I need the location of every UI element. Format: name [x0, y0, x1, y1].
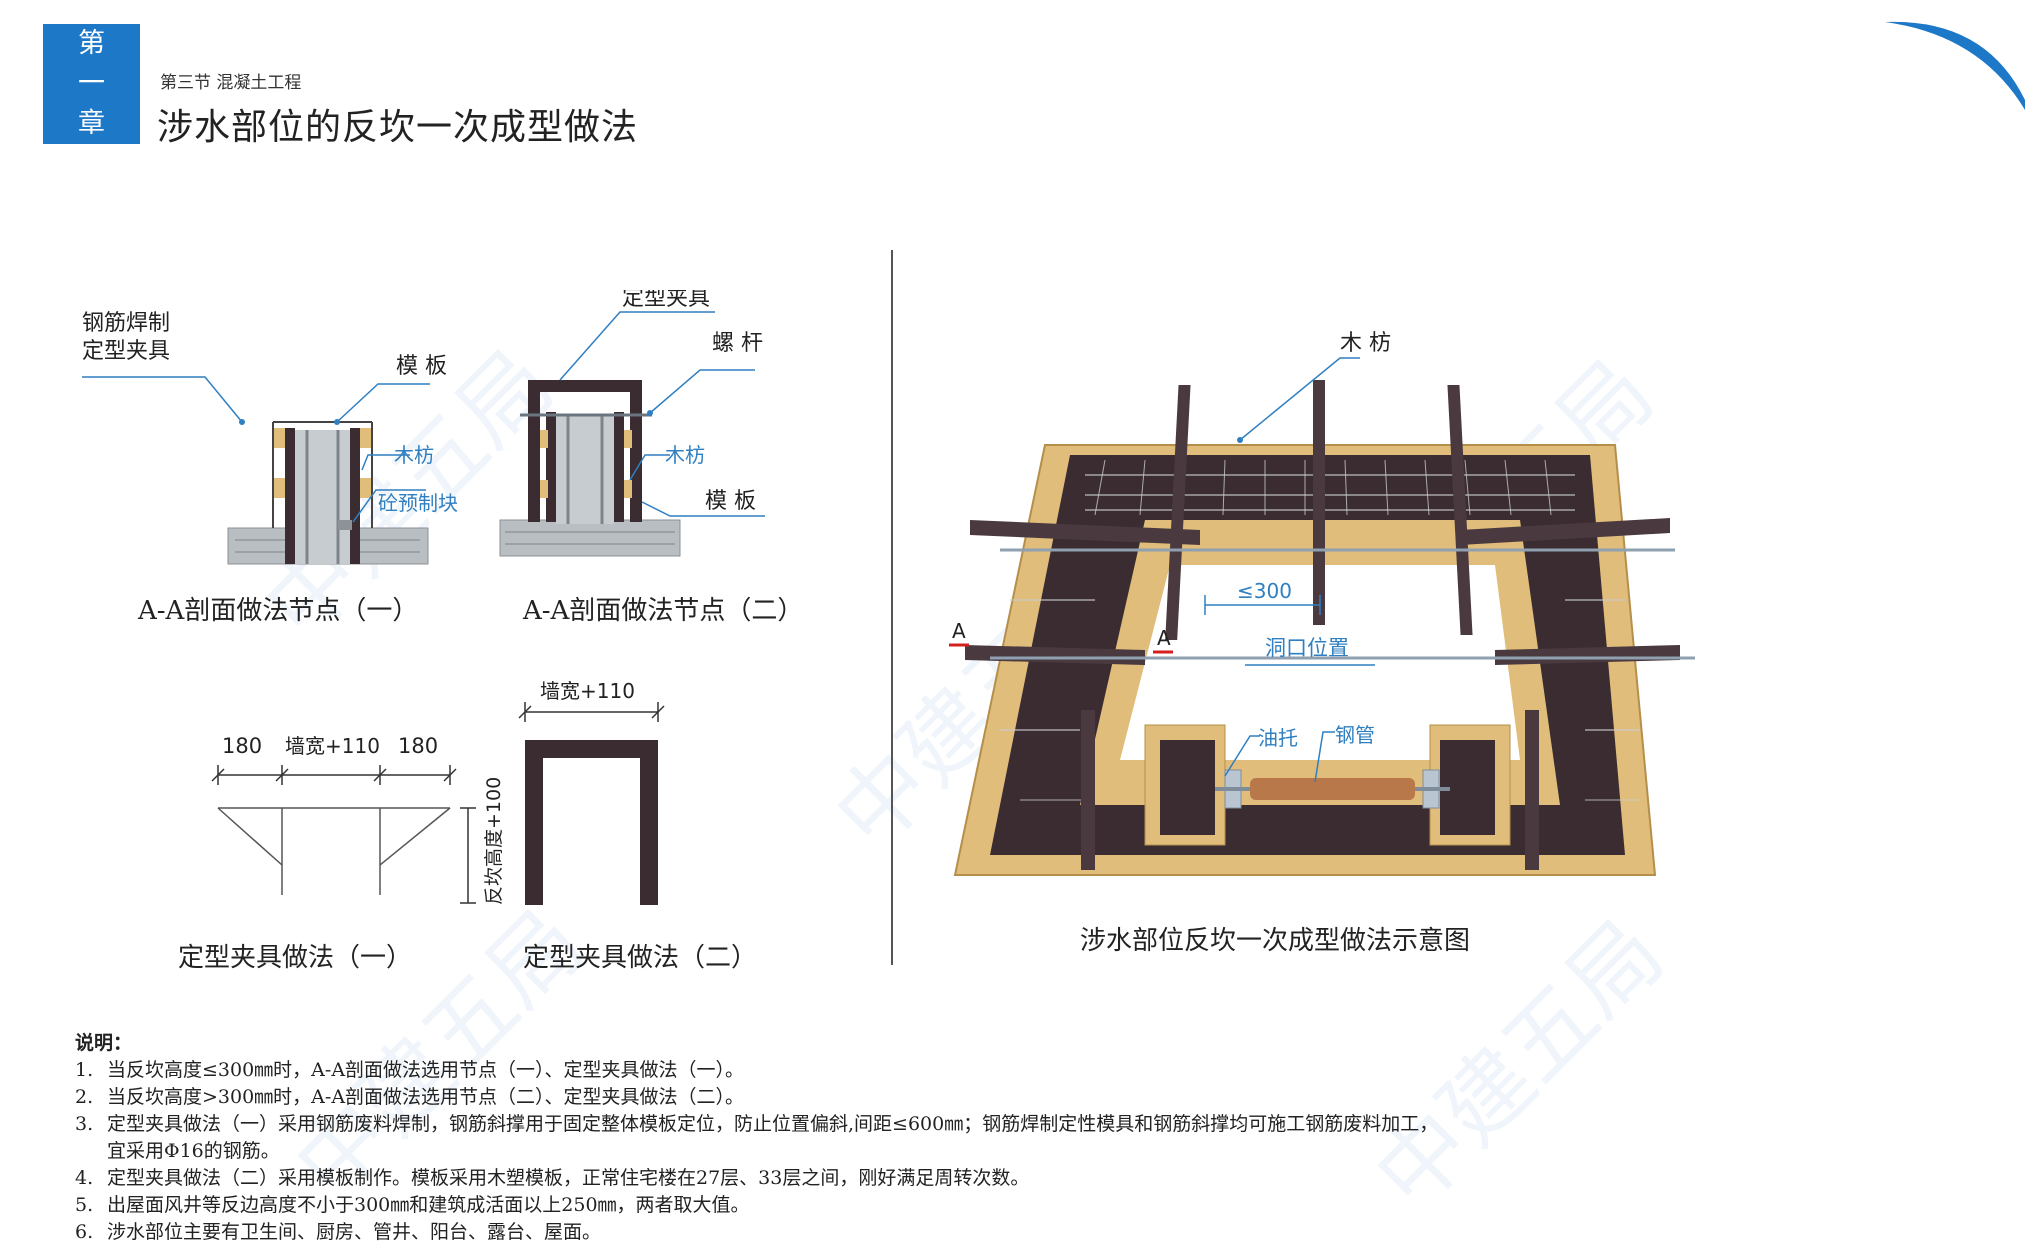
label-section-marker-right: A	[1157, 626, 1171, 650]
note-number: 2.	[75, 1086, 94, 1108]
dimension-top: 墙宽+110	[540, 679, 635, 703]
note-number: 4.	[75, 1167, 94, 1189]
label-spacing: ≤300	[1237, 579, 1292, 603]
note-number: 3.	[75, 1113, 94, 1135]
chapter-char: 第	[78, 28, 105, 59]
dimension-middle: 墙宽+110	[285, 734, 380, 758]
caption-section-node-2: A-A剖面做法节点（二）	[523, 596, 804, 626]
vertical-divider	[891, 250, 893, 965]
note-item: 3. 定型夹具做法（一）采用钢筋废料焊制，钢筋斜撑用于固定整体模板定位，防止位置偏…	[75, 1111, 1438, 1165]
label-pipe: 钢管	[1335, 723, 1375, 747]
label-timber: 木 枋	[1340, 331, 1391, 356]
label-precast-block: 砼预制块	[378, 491, 458, 515]
section-label: 第三节 混凝土工程	[160, 73, 302, 93]
chapter-char: 一	[78, 68, 105, 99]
page-title: 涉水部位的反坎一次成型做法	[157, 107, 639, 148]
dimension-right: 180	[398, 734, 438, 758]
label-timber: 木枋	[665, 443, 705, 467]
note-number: 5.	[75, 1194, 94, 1216]
label-section-marker-left: A	[952, 619, 966, 643]
label-support: 油托	[1258, 726, 1298, 750]
notes-section: 说明： 1. 当反坎高度≤300㎜时，A-A剖面做法选用节点（一）、定型夹具做法（…	[75, 1030, 1438, 1246]
label-formwork: 模 板	[396, 354, 447, 379]
corner-swoosh-decoration	[1885, 21, 2025, 110]
note-item: 5. 出屋面风井等反边高度不小于300㎜和建筑成活面以上250㎜，两者取大值。	[75, 1192, 1438, 1219]
note-item: 6. 涉水部位主要有卫生间、厨房、管井、阳台、露台、屋面。	[75, 1219, 1438, 1246]
label-rebar-clamp: 定型夹具	[82, 339, 170, 364]
clamp-method-2-drawing: 墙宽+110 反坎高度+100	[483, 679, 665, 905]
label-timber: 木枋	[394, 443, 434, 467]
section-node-1-drawing: 钢筋焊制 定型夹具 模 板 木枋 砼预制块	[82, 311, 458, 565]
caption-clamp-method-1: 定型夹具做法（一）	[178, 943, 413, 973]
note-text: 定型夹具做法（一）采用钢筋废料焊制，钢筋斜撑用于固定整体模板定位，防止位置偏斜,…	[107, 1113, 1439, 1162]
section-node-2-drawing: 定型夹具 螺 杆 木枋 模 板	[499, 290, 765, 557]
note-text: 当反坎高度≤300㎜时，A-A剖面做法选用节点（一）、定型夹具做法（一）。	[107, 1059, 745, 1081]
note-text: 定型夹具做法（二）采用模板制作。模板采用木塑模板，正常住宅楼在27层、33层之间…	[107, 1167, 1030, 1189]
notes-header: 说明：	[75, 1032, 133, 1054]
clamp-method-1-drawing: 180 墙宽+110 180	[211, 734, 476, 904]
note-text: 当反坎高度>300㎜时，A-A剖面做法选用节点（二）、定型夹具做法（二）。	[107, 1086, 745, 1108]
note-number: 1.	[75, 1059, 94, 1081]
label-clamp: 定型夹具	[622, 290, 710, 311]
caption-clamp-method-2: 定型夹具做法（二）	[523, 943, 758, 973]
label-rebar-clamp: 钢筋焊制	[82, 311, 170, 336]
caption-3d-schematic: 涉水部位反坎一次成型做法示意图	[1080, 926, 1471, 956]
note-item: 2. 当反坎高度>300㎜时，A-A剖面做法选用节点（二）、定型夹具做法（二）。	[75, 1084, 1438, 1111]
chapter-tab: 第 一 章	[43, 24, 140, 144]
note-text: 出屋面风井等反边高度不小于300㎜和建筑成活面以上250㎜，两者取大值。	[107, 1194, 750, 1216]
curb-3d-schematic: ≤300 木 枋 A A 洞口位置 油托 钢管	[949, 331, 1695, 876]
note-text: 涉水部位主要有卫生间、厨房、管井、阳台、露台、屋面。	[107, 1221, 602, 1243]
dimension-side: 反坎高度+100	[483, 777, 505, 905]
label-formwork: 模 板	[705, 489, 756, 514]
note-item: 4. 定型夹具做法（二）采用模板制作。模板采用木塑模板，正常住宅楼在27层、33层…	[75, 1165, 1438, 1192]
caption-section-node-1: A-A剖面做法节点（一）	[138, 596, 419, 626]
note-number: 6.	[75, 1221, 94, 1243]
chapter-char: 章	[78, 108, 105, 139]
label-opening: 洞口位置	[1265, 636, 1349, 660]
dimension-left: 180	[222, 734, 262, 758]
label-bolt: 螺 杆	[712, 331, 763, 356]
note-item: 1. 当反坎高度≤300㎜时，A-A剖面做法选用节点（一）、定型夹具做法（一）。	[75, 1057, 1438, 1084]
